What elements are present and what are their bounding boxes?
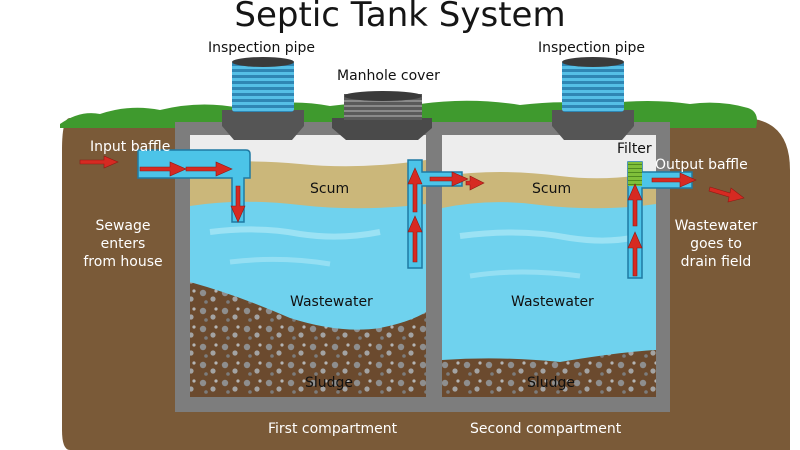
scum-layer-second — [442, 172, 656, 210]
label-sewage-enters: Sewage enters from house — [83, 218, 163, 271]
label-inspection-pipe-left: Inspection pipe — [208, 40, 316, 56]
label-output-baffle: Output baffle — [655, 157, 748, 173]
filter-mesh — [628, 162, 642, 186]
label-sludge-first: Sludge — [305, 375, 354, 391]
inspection-pipe-right-shape — [552, 57, 634, 140]
label-manhole-cover: Manhole cover — [337, 68, 440, 84]
wastewater-second — [442, 202, 656, 397]
manhole-cover-shape — [332, 91, 432, 140]
label-scum-second: Scum — [532, 181, 572, 197]
label-sludge-second: Sludge — [527, 375, 576, 391]
label-wastewater-first: Wastewater — [290, 294, 373, 310]
label-scum-first: Scum — [310, 181, 350, 197]
sludge-first — [190, 282, 426, 397]
label-filter: Filter — [617, 141, 652, 157]
label-inspection-pipe-right: Inspection pipe — [538, 40, 646, 56]
transfer-pipe — [407, 159, 463, 269]
inspection-pipe-left-shape — [222, 57, 304, 140]
label-input-baffle: Input baffle — [90, 139, 171, 155]
diagram-title: Septic Tank System — [234, 0, 566, 35]
label-second-compartment: Second compartment — [470, 421, 622, 437]
tank-floor — [175, 397, 670, 412]
label-wastewater-goes: Wastewater goes to drain field — [674, 218, 758, 271]
label-first-compartment: First compartment — [268, 421, 398, 437]
flow-arrows — [79, 155, 745, 277]
divider-wall — [426, 135, 442, 397]
label-wastewater-second: Wastewater — [511, 294, 594, 310]
sludge-second — [442, 350, 656, 397]
